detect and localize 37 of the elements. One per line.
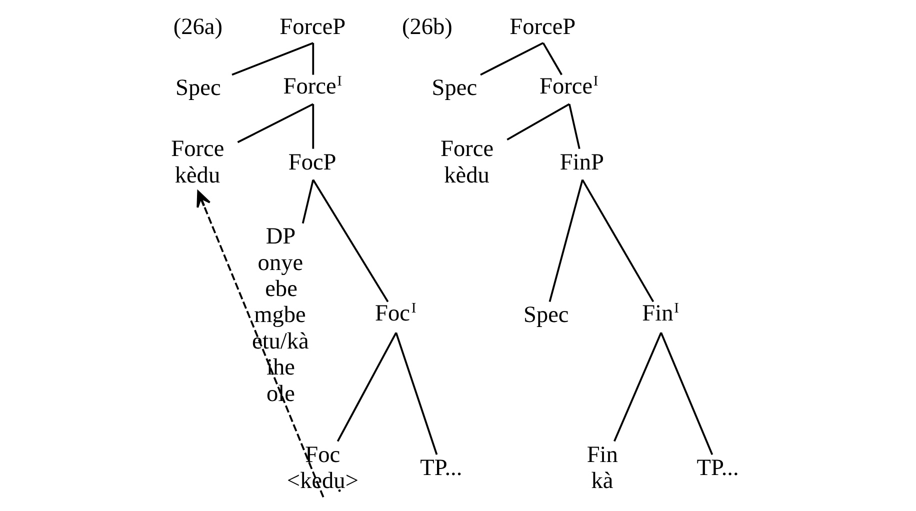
node-text: Spec xyxy=(176,75,221,102)
connector xyxy=(568,104,580,150)
label: (26a) xyxy=(173,14,223,40)
connector xyxy=(312,104,314,149)
connector xyxy=(395,332,438,455)
node-text: Spec xyxy=(432,75,478,102)
label: (26b) xyxy=(402,14,452,40)
node-text: Force kèdu xyxy=(171,136,224,188)
connector xyxy=(613,332,662,442)
node-text: ForceP xyxy=(280,14,346,40)
connector xyxy=(582,179,654,302)
connector xyxy=(302,180,314,224)
node-text: TP... xyxy=(420,455,462,482)
arrow xyxy=(196,190,324,498)
connector xyxy=(232,42,314,76)
node-text: Force kèdu xyxy=(440,136,494,188)
connector xyxy=(506,103,570,140)
node-text: ForceP xyxy=(510,14,576,40)
connector xyxy=(312,42,314,75)
connector xyxy=(660,332,714,455)
connector xyxy=(336,332,397,442)
connector xyxy=(542,42,562,76)
node-text: FinP xyxy=(560,149,604,176)
node-text: Force$^{I}$ xyxy=(283,74,342,100)
node-text: Foc$^{I}$ xyxy=(375,300,416,327)
node-text: TP... xyxy=(696,455,739,482)
node-text: Foc <kedụ> xyxy=(286,442,358,494)
node-text: Force$^{I}$ xyxy=(540,74,598,100)
node-text: FocP xyxy=(288,149,336,176)
connector xyxy=(548,180,584,302)
connector xyxy=(312,179,389,302)
node-text: Fin$^{I}$ xyxy=(642,300,680,327)
node-text: DP onye ebe mgbe etu/kà ihe ole xyxy=(252,224,309,407)
node-text: Fin kà xyxy=(586,442,618,494)
connector xyxy=(480,42,544,76)
node-text: Spec xyxy=(524,302,569,328)
connector xyxy=(237,103,314,144)
